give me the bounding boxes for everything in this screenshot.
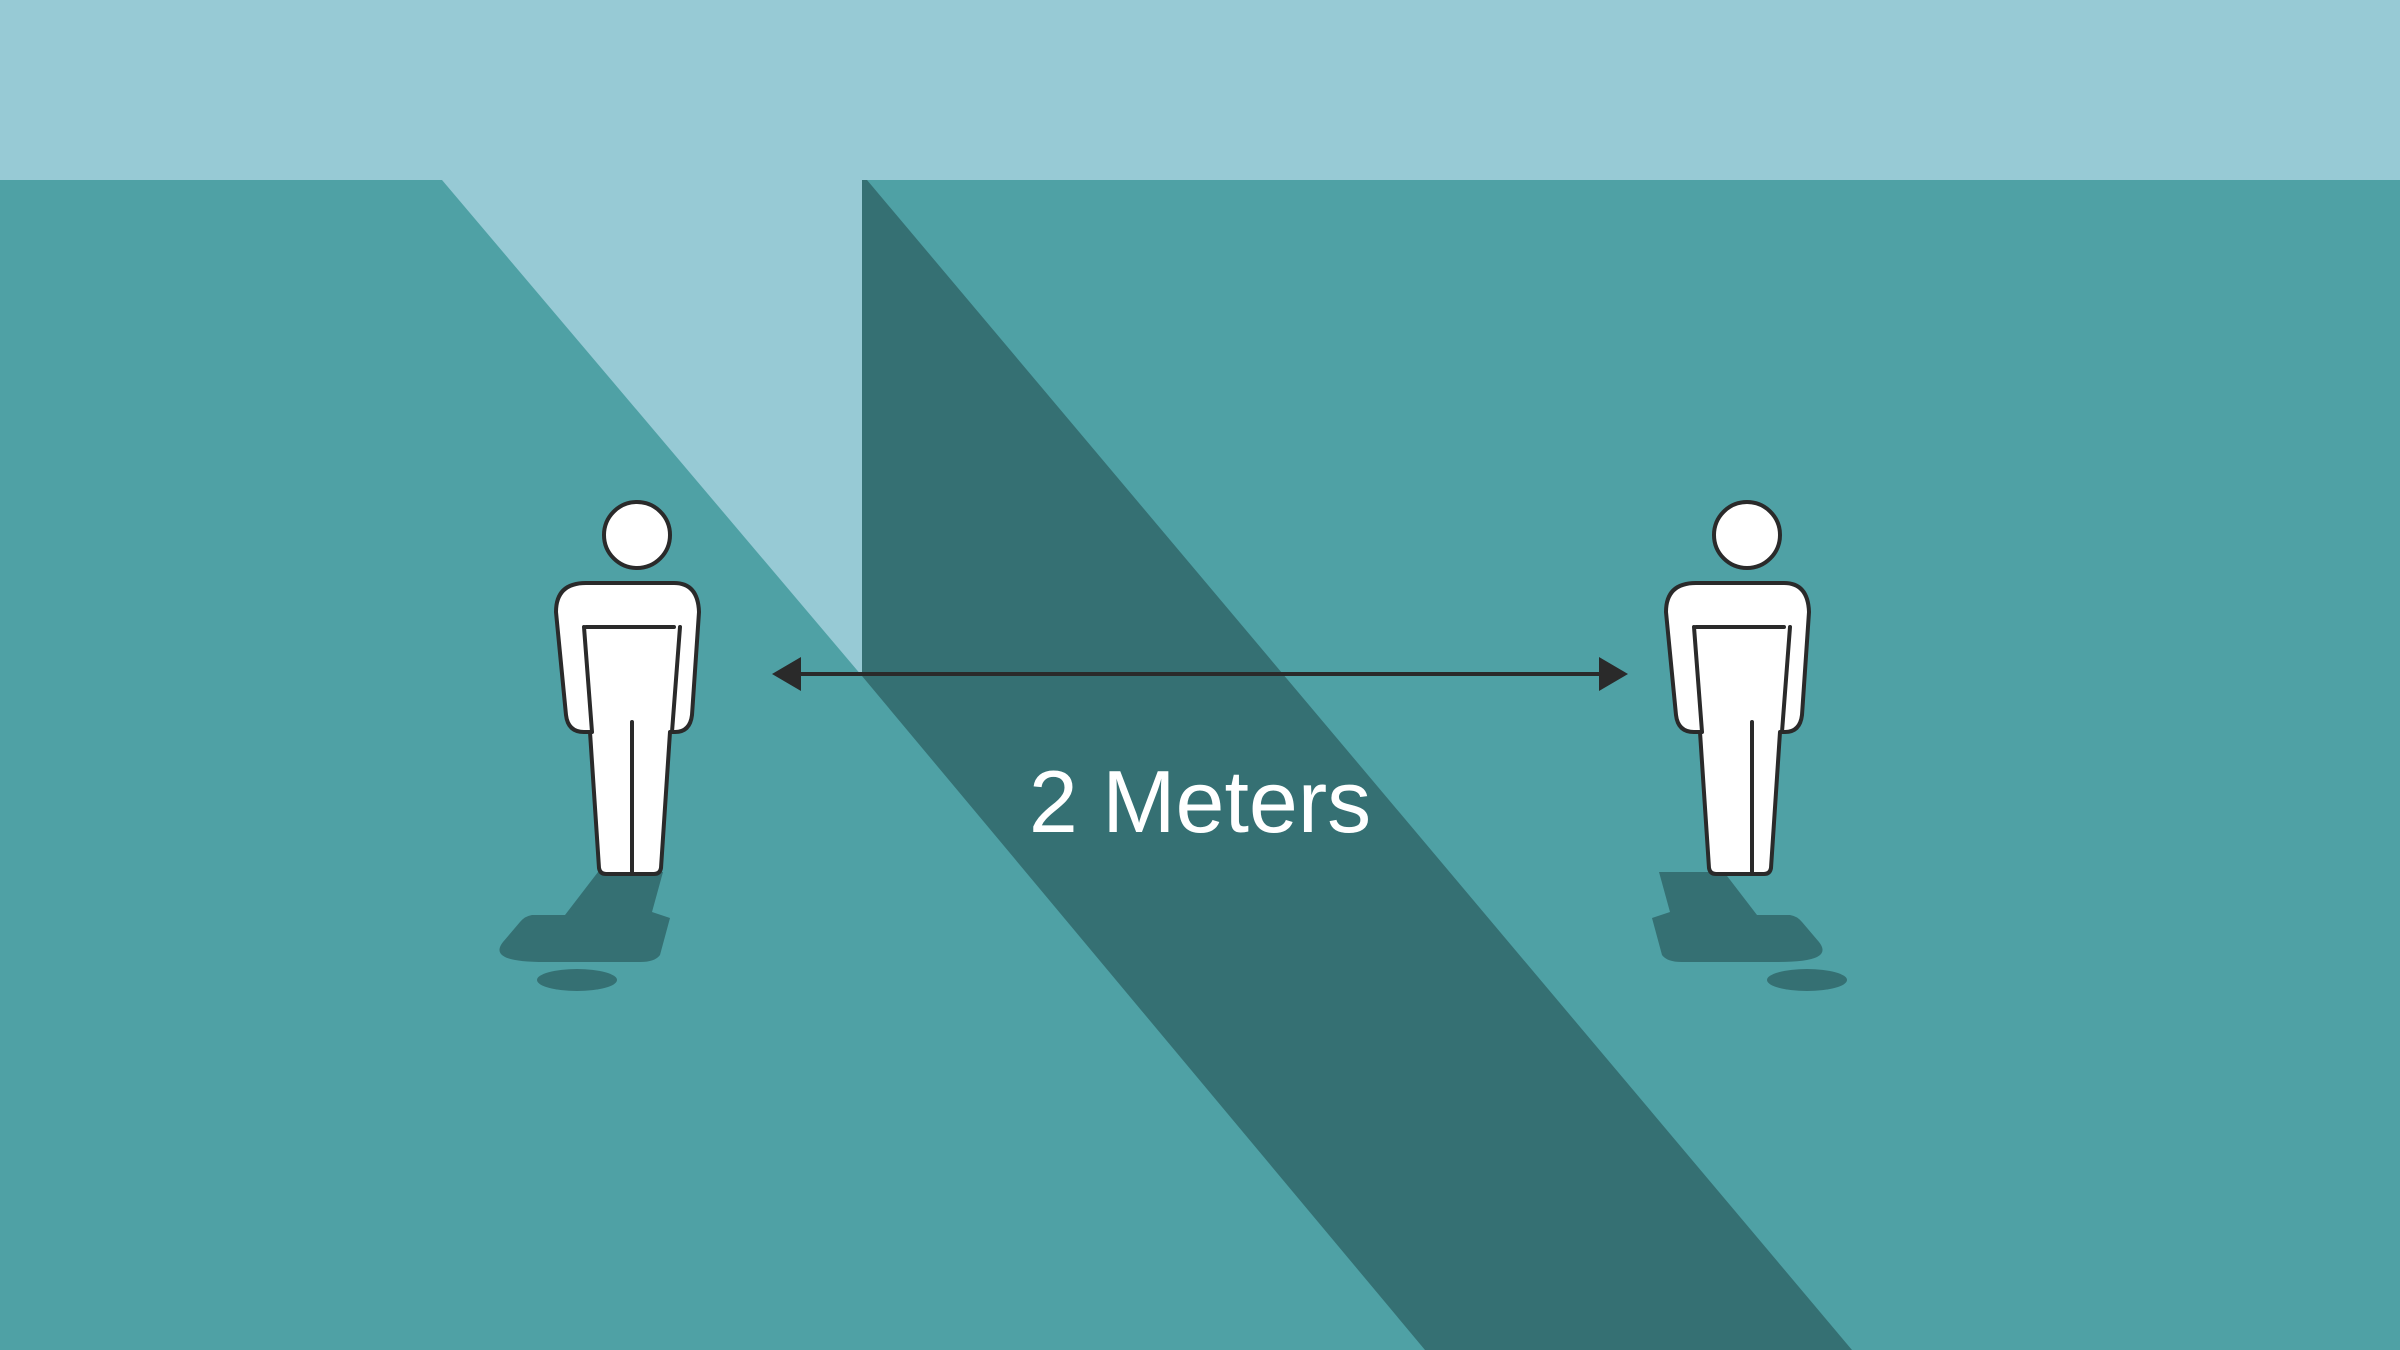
arrow-right-head-icon (1599, 657, 1628, 691)
person-left-shadow (499, 872, 670, 962)
person-right (1652, 500, 1847, 991)
person-left-shadow-spot (537, 969, 617, 991)
person-right-shadow (1652, 872, 1823, 962)
light-gap-wedge (442, 180, 862, 676)
person-right-head (1712, 500, 1782, 570)
person-right-detail-lines (1692, 625, 1792, 876)
person-left-head (602, 500, 672, 570)
sky-band (0, 0, 2400, 180)
shadow-band (862, 180, 1852, 1350)
person-left (499, 500, 701, 991)
person-left-body (554, 581, 701, 876)
distance-label: 2 Meters (1029, 752, 1371, 851)
distance-arrow (772, 657, 1628, 691)
person-right-shadow-spot (1767, 969, 1847, 991)
person-right-body (1664, 581, 1811, 876)
arrow-left-head-icon (772, 657, 801, 691)
person-left-detail-lines (582, 625, 682, 876)
